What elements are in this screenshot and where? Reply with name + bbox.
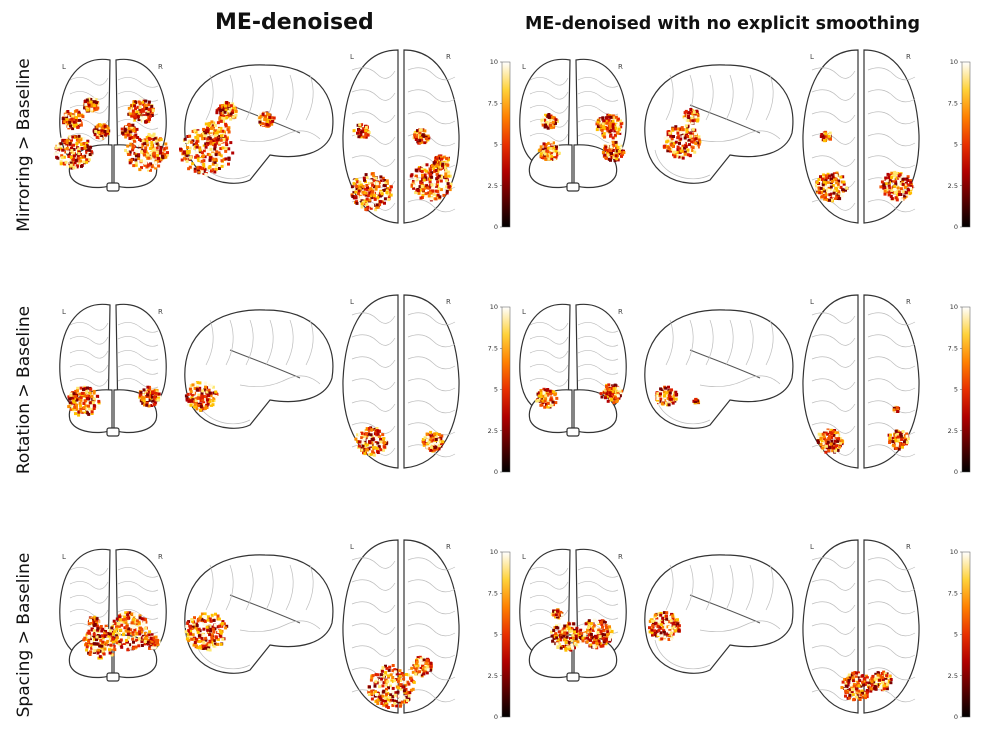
colorbar	[502, 62, 510, 227]
colorbar-tick-label: 7.5	[488, 589, 498, 597]
colorbar-tick-label: 10	[490, 303, 498, 311]
orientation-label-left: L	[350, 298, 354, 306]
colorbar-tick-label: 0	[494, 713, 498, 721]
orientation-label-right: R	[618, 308, 623, 316]
colorbar-tick-label: 0	[494, 223, 498, 231]
orientation-label-left: L	[62, 553, 66, 561]
orientation-label-left: L	[522, 63, 526, 71]
orientation-label-left: L	[62, 63, 66, 71]
orientation-label-right: R	[446, 298, 451, 306]
colorbar-tick-label: 10	[950, 58, 958, 66]
colorbar-tick-label: 2.5	[488, 182, 498, 190]
colorbar-tick-label: 2.5	[488, 672, 498, 680]
colorbar-tick-label: 7.5	[948, 589, 958, 597]
orientation-label-right: R	[158, 553, 163, 561]
orientation-label-right: R	[618, 553, 623, 561]
orientation-label-left: L	[810, 543, 814, 551]
colorbar-tick-label: 0	[954, 468, 958, 476]
orientation-label-right: R	[906, 298, 911, 306]
colorbar-tick-label: 5	[494, 631, 498, 639]
colorbar-tick-label: 7.5	[948, 99, 958, 107]
orientation-label-right: R	[158, 63, 163, 71]
glass-brain-2-1: L R L R 10 7.5 5 2.5 0	[520, 540, 970, 721]
colorbar	[962, 552, 970, 717]
orientation-label-left: L	[522, 308, 526, 316]
orientation-label-left: L	[350, 53, 354, 61]
colorbar-tick-label: 5	[954, 141, 958, 149]
column-title-no-smoothing: ME-denoised with no explicit smoothing	[525, 14, 920, 34]
row-label-rotation: Rotation > Baseline	[14, 306, 34, 474]
colorbar-tick-label: 5	[954, 386, 958, 394]
colorbar-tick-label: 10	[950, 303, 958, 311]
colorbar	[962, 62, 970, 227]
glass-brain-0-1: L R L R 10 7.5 5 2.5 0	[520, 50, 970, 231]
orientation-label-left: L	[522, 553, 526, 561]
orientation-label-left: L	[62, 308, 66, 316]
colorbar-tick-label: 5	[494, 141, 498, 149]
colorbar-tick-label: 2.5	[948, 427, 958, 435]
colorbar-tick-label: 7.5	[488, 99, 498, 107]
glass-brain-0-0: L R L R 10 7.5 5 2.5 0	[54, 50, 510, 231]
colorbar-tick-label: 10	[490, 548, 498, 556]
orientation-label-right: R	[446, 543, 451, 551]
orientation-label-right: R	[618, 63, 623, 71]
colorbar-tick-label: 2.5	[488, 427, 498, 435]
orientation-label-right: R	[906, 53, 911, 61]
colorbar-tick-label: 0	[494, 468, 498, 476]
colorbar-tick-label: 0	[954, 713, 958, 721]
colorbar-tick-label: 7.5	[488, 344, 498, 352]
colorbar-tick-label: 10	[950, 548, 958, 556]
orientation-label-right: R	[158, 308, 163, 316]
colorbar-tick-label: 2.5	[948, 672, 958, 680]
colorbar-tick-label: 5	[494, 386, 498, 394]
colorbar-tick-label: 2.5	[948, 182, 958, 190]
orientation-label-left: L	[810, 298, 814, 306]
column-title-me-denoised: ME-denoised	[215, 10, 374, 35]
colorbar-tick-label: 7.5	[948, 344, 958, 352]
orientation-label-left: L	[350, 543, 354, 551]
colorbar	[502, 552, 510, 717]
glass-brain-1-0: L R L R 10 7.5 5 2.5 0	[60, 295, 510, 476]
colorbar-tick-label: 0	[954, 223, 958, 231]
colorbar-tick-label: 5	[954, 631, 958, 639]
orientation-label-left: L	[810, 53, 814, 61]
orientation-label-right: R	[906, 543, 911, 551]
colorbar	[962, 307, 970, 472]
glass-brain-2-0: L R L R 10 7.5 5 2.5 0	[60, 540, 510, 721]
glass-brain-1-1: L R L R 10 7.5 5 2.5 0	[520, 295, 970, 476]
colorbar-tick-label: 10	[490, 58, 498, 66]
row-label-spacing: Spacing > Baseline	[14, 553, 34, 718]
orientation-label-right: R	[446, 53, 451, 61]
colorbar	[502, 307, 510, 472]
row-label-mirroring: Mirroring > Baseline	[14, 58, 34, 232]
